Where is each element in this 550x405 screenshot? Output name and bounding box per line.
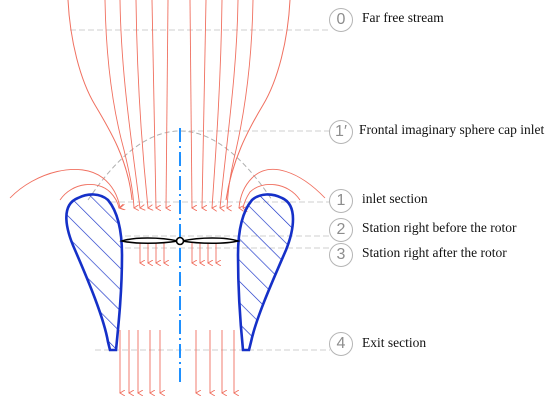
sphere-cap-arc xyxy=(87,130,273,201)
duct-section-left xyxy=(65,193,124,352)
station-label-4: Exit section xyxy=(362,335,427,350)
station-label-1prime: Frontal imaginary sphere cap inlet xyxy=(359,122,545,137)
station-marker-3: 3 xyxy=(329,243,353,267)
station-marker-1: 1 xyxy=(329,189,353,213)
station-marker-2: 2 xyxy=(329,218,353,242)
rotor-blade-icon xyxy=(119,236,241,246)
streamtube-boundary-right xyxy=(225,0,291,201)
exit-arrows xyxy=(120,330,234,393)
duct-section-right xyxy=(236,193,295,352)
station-marker-4: 4 xyxy=(329,332,353,356)
station-label-0: Far free stream xyxy=(362,10,444,25)
station-marker-1prime: 1′ xyxy=(329,120,353,144)
station-label-1: inlet section xyxy=(362,191,428,206)
upstream-streamlines xyxy=(104,0,254,208)
rotor-wake-arrows xyxy=(140,242,216,263)
station-label-3: Station right after the rotor xyxy=(362,245,507,260)
lip-streamlines xyxy=(9,169,326,208)
streamtube-boundary-left xyxy=(67,0,133,201)
station-label-2: Station right before the rotor xyxy=(362,220,517,235)
station-marker-0: 0 xyxy=(329,8,353,32)
